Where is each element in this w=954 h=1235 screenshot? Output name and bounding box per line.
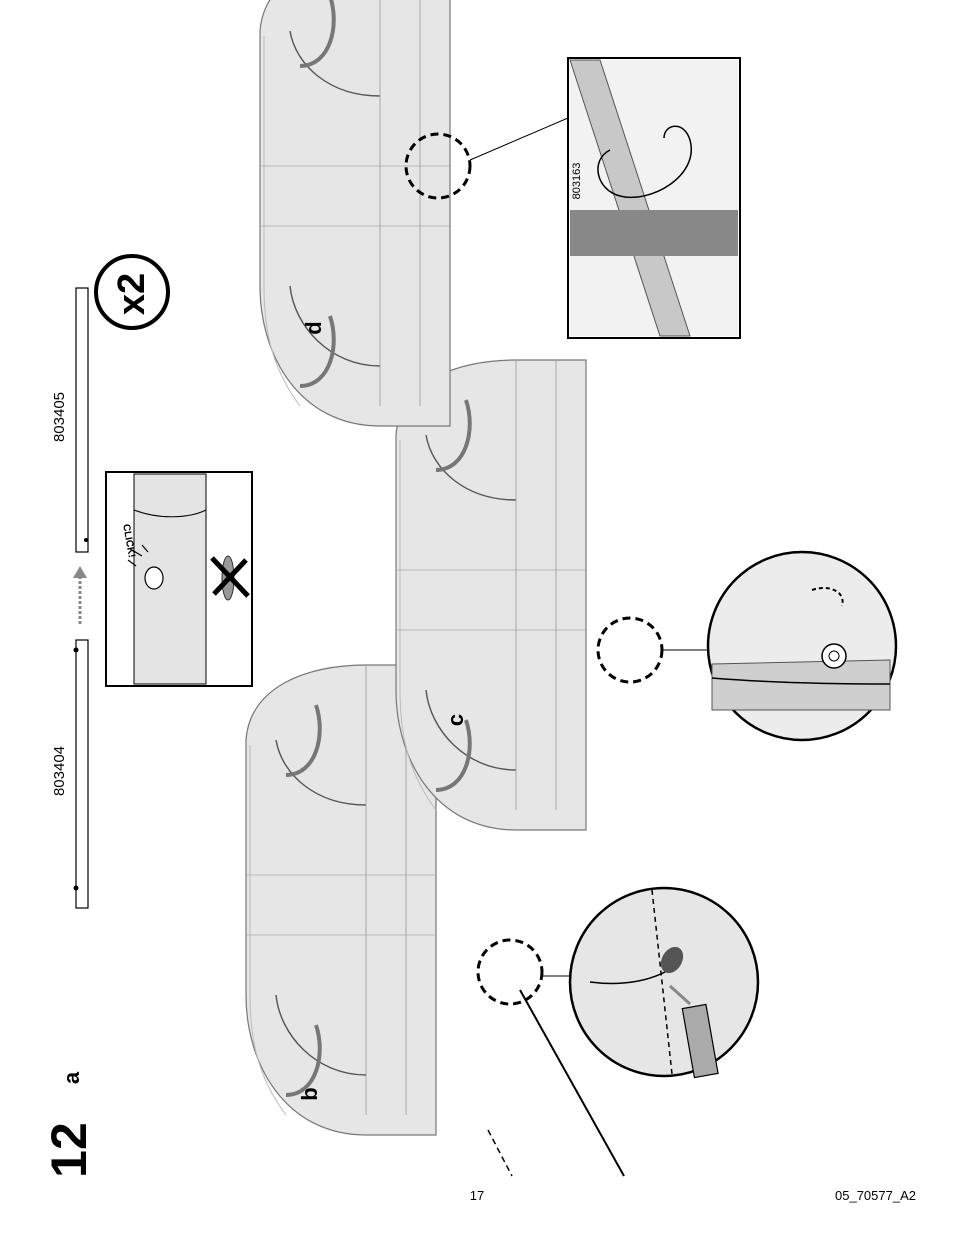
part-number-clip: 803163 <box>568 156 586 206</box>
rod-803405 <box>76 288 88 552</box>
sub-step-label-d: d <box>302 316 326 340</box>
zoom-circle-c <box>598 618 662 682</box>
step-number: 12 <box>41 1115 97 1185</box>
quantity-text: x2 <box>114 266 150 322</box>
tunnel-c <box>396 360 586 830</box>
part-number-left-rod: 803404 <box>51 731 69 811</box>
sub-step-label-a: a <box>60 1066 84 1090</box>
zoom-circle-b <box>478 940 542 1004</box>
detail-circle-b <box>570 888 758 1078</box>
tunnel-d <box>260 0 450 426</box>
rod-803404 <box>74 640 89 908</box>
sub-step-label-b: b <box>298 1082 322 1106</box>
document-code: 05_70577_A2 <box>786 1188 916 1203</box>
page-number: 17 <box>452 1188 502 1203</box>
part-number-right-rod: 803405 <box>51 377 69 457</box>
detail-circle-c <box>708 552 896 740</box>
insert-arrow <box>73 566 87 624</box>
detail-box-d <box>568 58 740 338</box>
sub-step-label-c: c <box>444 708 468 732</box>
